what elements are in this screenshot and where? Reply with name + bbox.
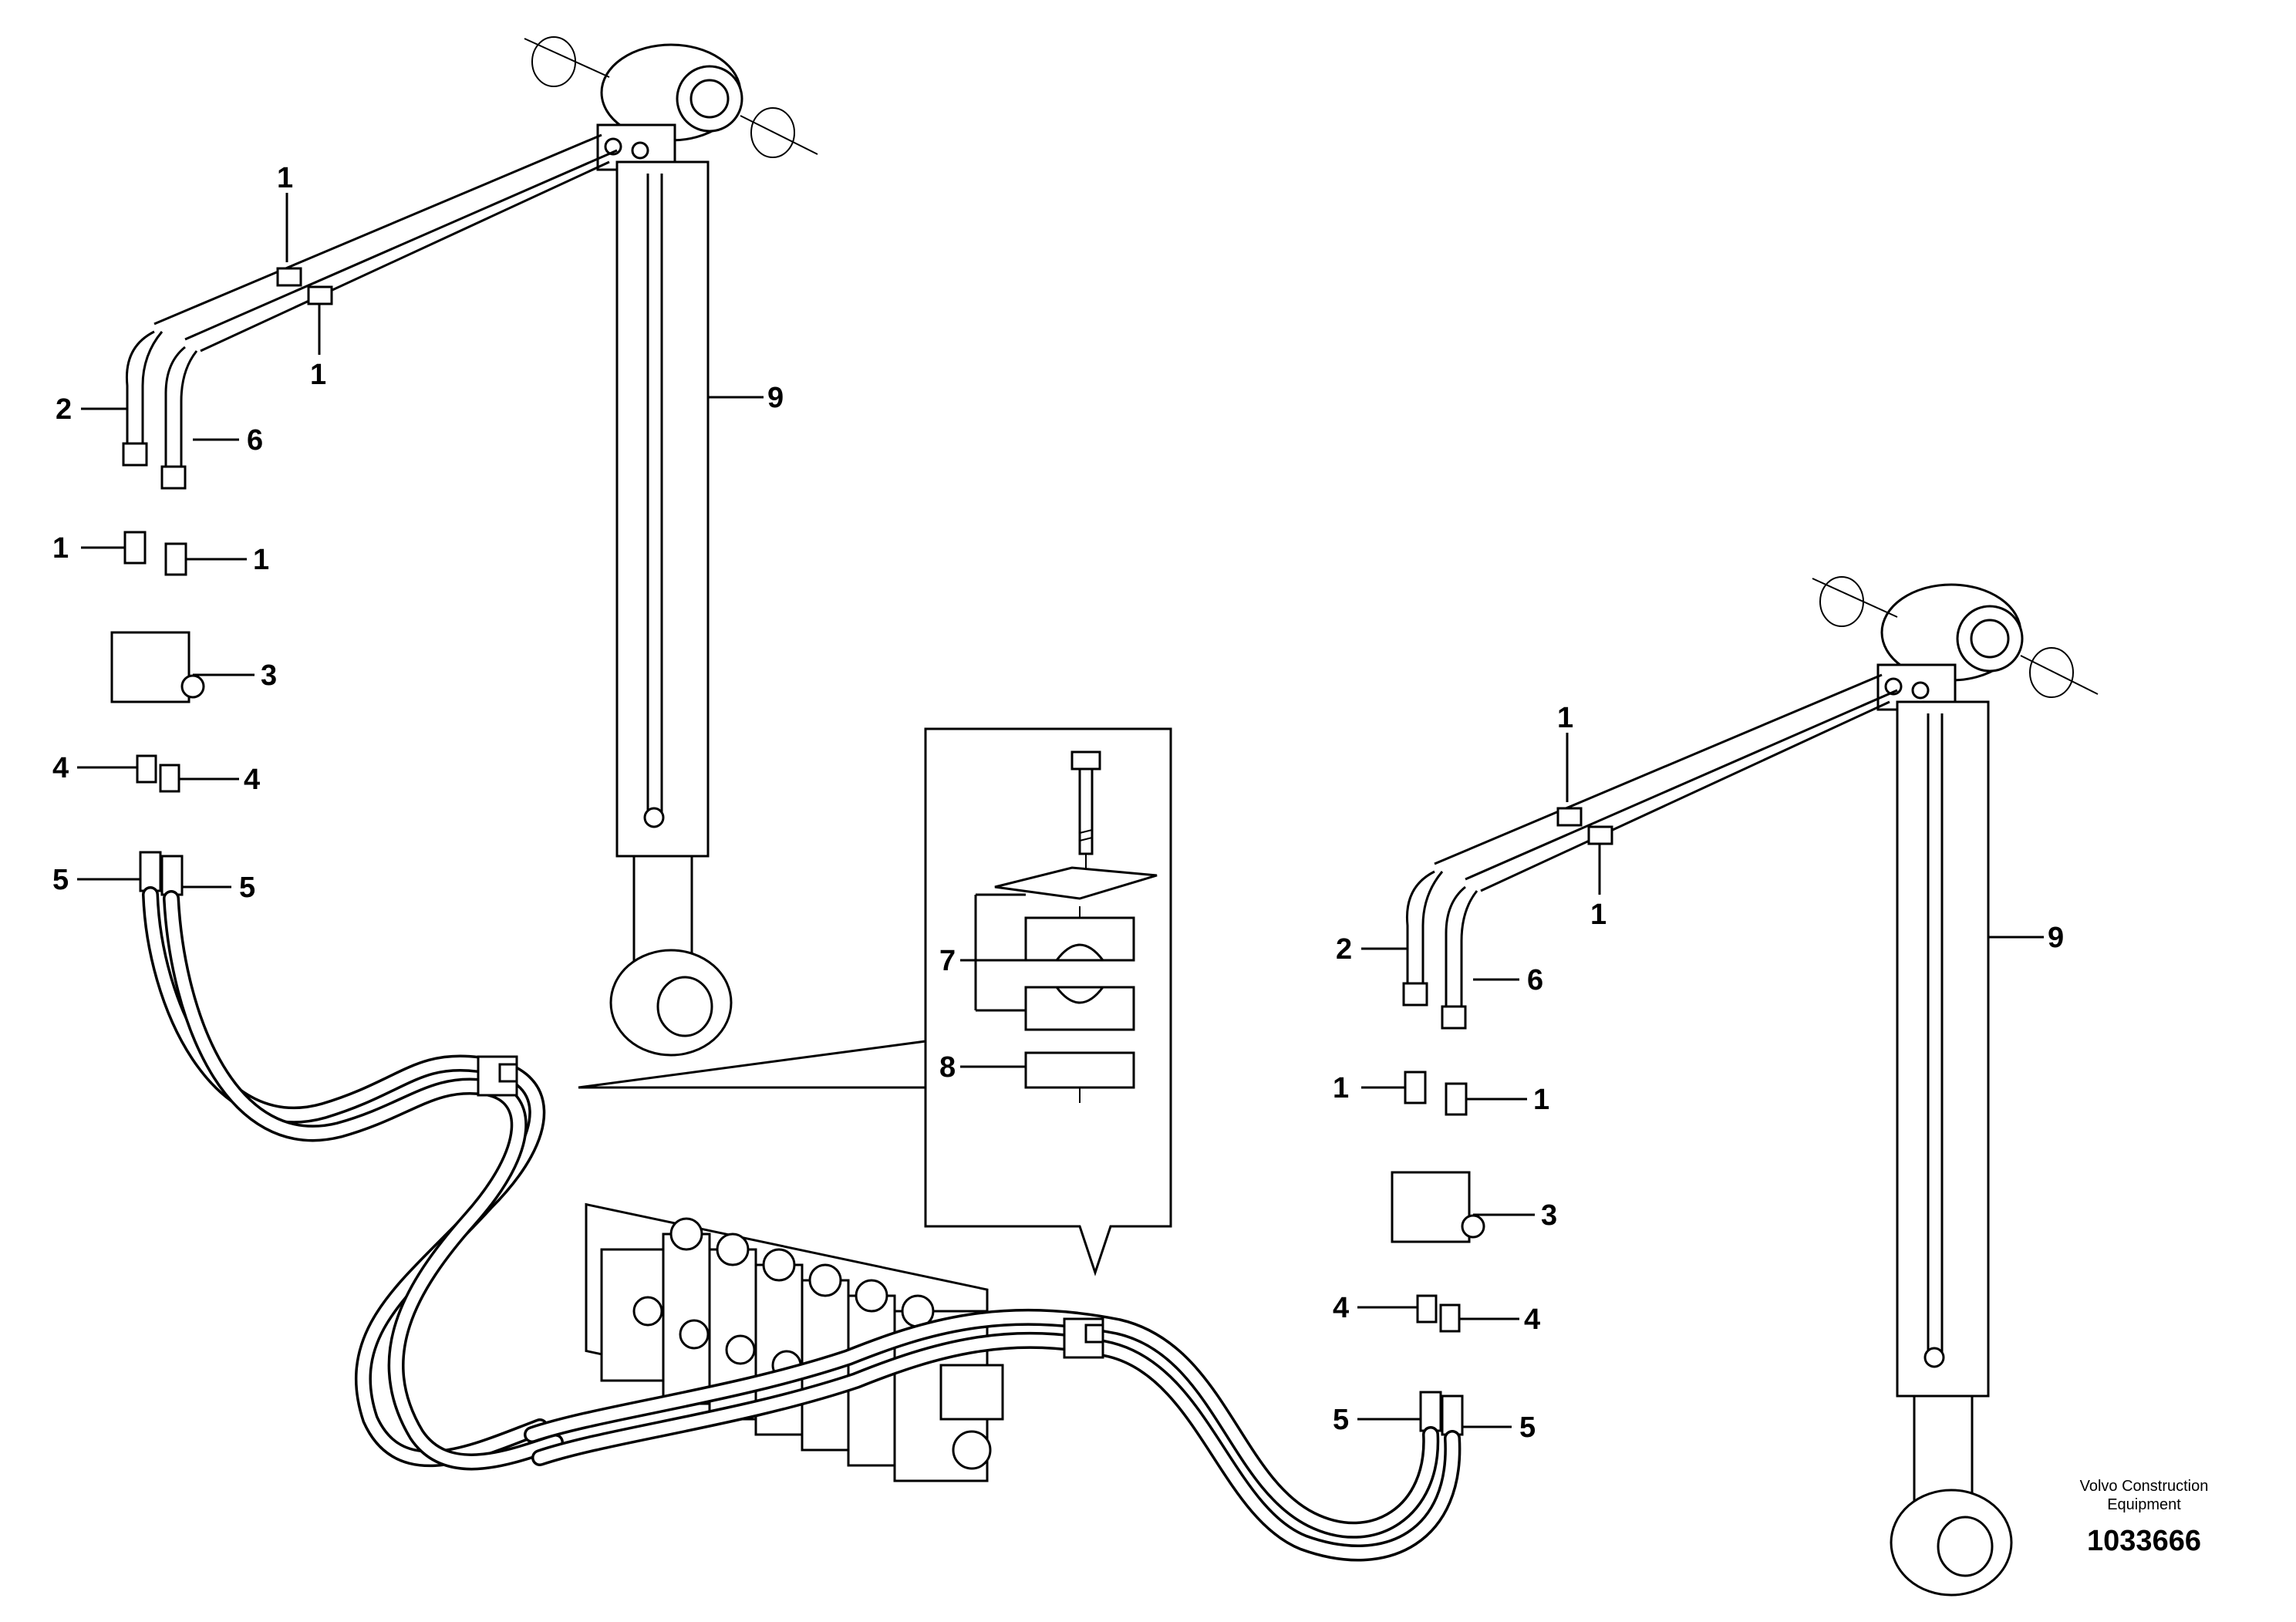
- callout-4: 4: [1333, 1292, 1349, 1324]
- callout-4: 4: [52, 752, 69, 784]
- leader-lines: [77, 193, 2044, 1428]
- callout-1: 1: [1333, 1072, 1349, 1104]
- callout-1: 1: [277, 162, 293, 194]
- callout-3: 3: [261, 659, 277, 692]
- callout-1: 1: [52, 532, 69, 565]
- clamp-detail-inset: [578, 727, 1172, 1276]
- callout-5: 5: [239, 872, 255, 904]
- callout-1: 1: [253, 544, 269, 576]
- callout-7: 7: [939, 945, 956, 977]
- left-cylinder-assembly: [110, 36, 818, 1057]
- callout-4: 4: [1524, 1303, 1540, 1336]
- right-hoses: [524, 1308, 1462, 1562]
- brand-line-2: Equipment: [2107, 1496, 2181, 1513]
- callout-9: 9: [2048, 922, 2064, 954]
- document-number: 1033666: [2087, 1525, 2201, 1557]
- callout-1: 1: [310, 359, 326, 391]
- callout-labels: 1 1 2 6 1 1 3 4 4 5 5 9 7 8 1 1 2 6 1 1 …: [52, 162, 2064, 1444]
- callout-2: 2: [1336, 933, 1352, 966]
- callout-3: 3: [1541, 1199, 1557, 1232]
- callout-5: 5: [1519, 1411, 1536, 1444]
- callout-6: 6: [1527, 964, 1543, 996]
- title-block: Volvo Construction Equipment 1033666: [2080, 1478, 2209, 1557]
- callout-8: 8: [939, 1051, 956, 1084]
- left-hoses: [142, 886, 564, 1471]
- callout-1: 1: [1557, 702, 1573, 734]
- callout-5: 5: [52, 864, 69, 896]
- callout-5: 5: [1333, 1404, 1349, 1436]
- brand-line-1: Volvo Construction: [2080, 1478, 2209, 1495]
- right-cylinder-assembly: [1391, 576, 2099, 1597]
- callout-9: 9: [767, 382, 784, 414]
- callout-1: 1: [1533, 1084, 1549, 1116]
- callout-4: 4: [244, 764, 260, 796]
- callout-6: 6: [247, 424, 263, 457]
- callout-1: 1: [1590, 899, 1607, 931]
- callout-2: 2: [56, 393, 72, 426]
